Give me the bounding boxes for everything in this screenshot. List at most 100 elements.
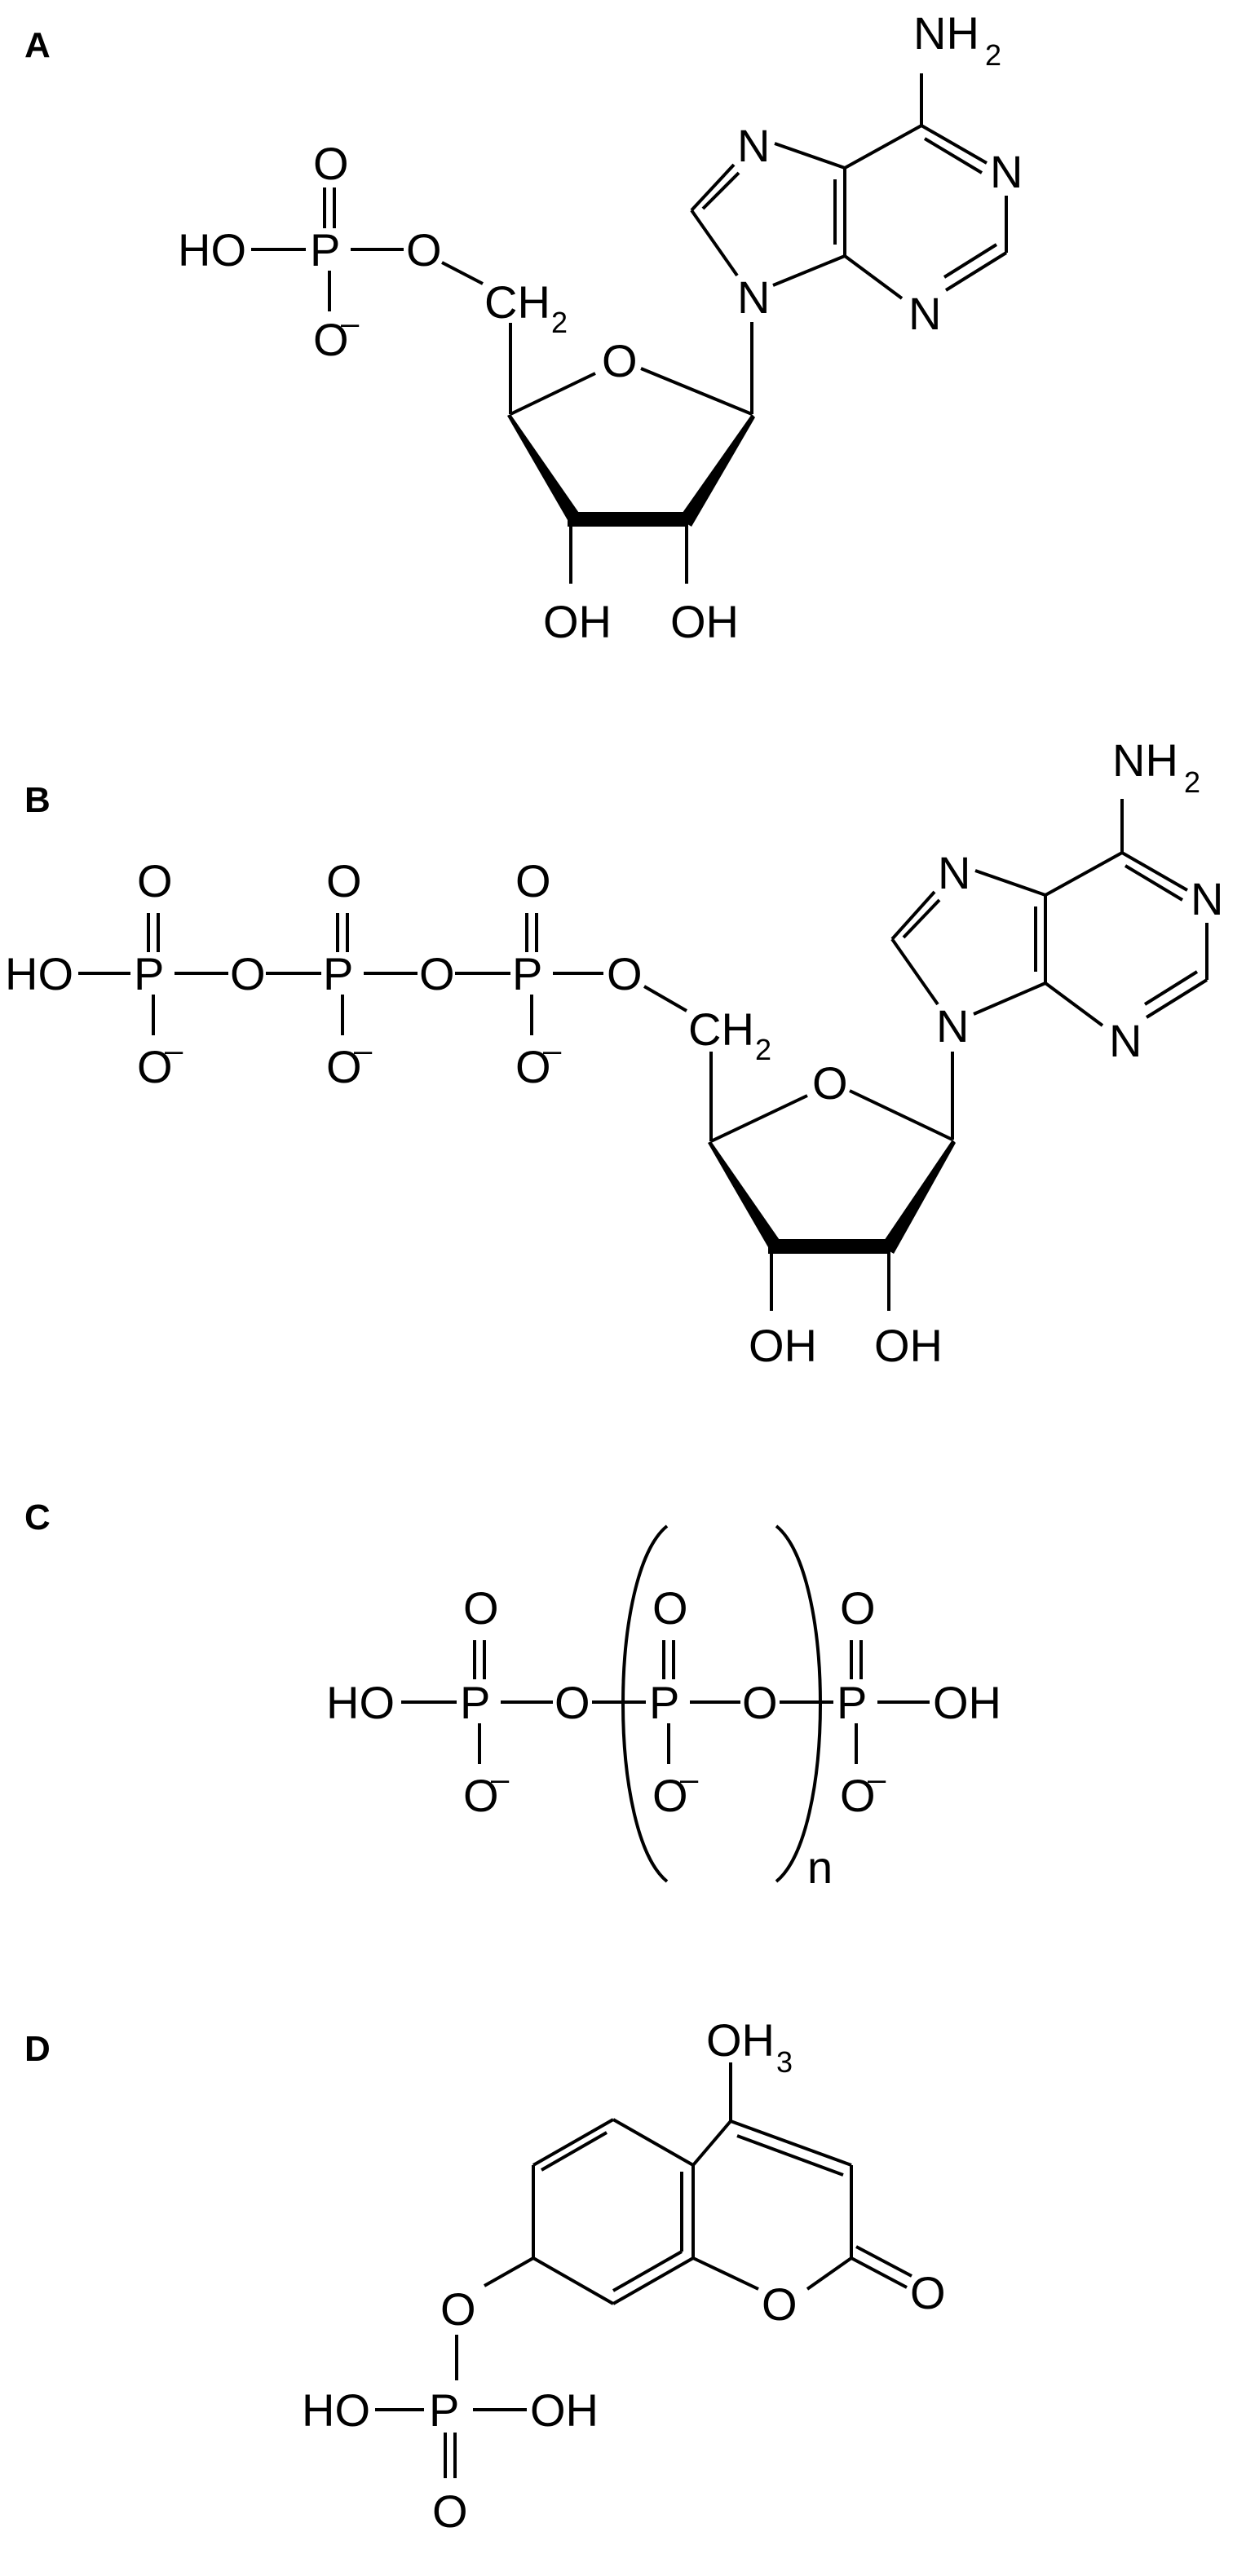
phosphate-gamma: P O O – O <box>134 855 321 1092</box>
phosphate-end-left: P O O – O <box>460 1582 646 1821</box>
bond <box>690 209 739 277</box>
bond-double <box>1143 970 1199 1006</box>
bond <box>510 372 596 416</box>
benzene-ring <box>532 2118 695 2305</box>
panel-a: A HO P O O – O CH 2 O <box>24 7 1023 647</box>
atom-p: P <box>429 2384 459 2436</box>
atom-o-double: O <box>432 2486 468 2537</box>
atom-o-double: O <box>840 1582 876 1634</box>
panel-label-c: C <box>24 1498 51 1537</box>
bond <box>890 937 939 1006</box>
phosphate-alpha: P O O – O <box>512 855 687 1092</box>
bond <box>851 2256 908 2289</box>
atom-n7: N <box>737 120 770 171</box>
charge-minus: – <box>341 306 360 342</box>
atom-oh: OH <box>670 596 739 647</box>
bond <box>612 2256 694 2305</box>
bond-double <box>943 243 998 279</box>
atom-o-ester: O <box>607 948 643 999</box>
bracket-left <box>621 1524 669 1883</box>
atom-o-minus: O <box>652 1770 688 1821</box>
bond <box>532 2256 614 2305</box>
phosphate-beta: P O O – O <box>323 855 510 1092</box>
atom-n1: N <box>1191 873 1223 924</box>
bond <box>640 367 753 416</box>
bond <box>532 2118 614 2167</box>
ribose-a: O OH OH <box>507 322 755 647</box>
bond <box>1121 851 1188 892</box>
atom-o-double: O <box>326 855 362 906</box>
atom-p: P <box>649 1677 679 1728</box>
bond <box>973 981 1046 1016</box>
atom-n9: N <box>737 271 770 323</box>
atom-o-double: O <box>652 1582 688 1634</box>
atom-o-double: O <box>515 855 551 906</box>
atom-o-minus: O <box>840 1770 876 1821</box>
bond <box>692 2256 759 2291</box>
atom-nh2: NH <box>1112 734 1178 786</box>
charge-minus: – <box>491 1762 510 1797</box>
panel-c: C HO P O O – O n P O O – O <box>24 1498 1001 1893</box>
bond <box>441 261 484 285</box>
atom-ho: HO <box>302 2384 370 2436</box>
wedge-bottom <box>568 512 685 527</box>
charge-minus: – <box>165 1033 183 1069</box>
panel-b: B HO P O O – O P O O – O <box>5 734 1223 1371</box>
bond <box>691 2119 732 2167</box>
panel-label-a: A <box>24 25 51 65</box>
atom-oh3: OH <box>706 2014 775 2066</box>
charge-minus: – <box>680 1762 699 1797</box>
atom-oh: OH <box>933 1677 1001 1728</box>
atom-p: P <box>323 948 353 999</box>
bond-double <box>701 171 740 210</box>
bond <box>844 124 922 170</box>
bond-double <box>902 898 941 939</box>
panel-label-b: B <box>24 780 51 820</box>
atom-ch2: CH <box>688 1003 754 1055</box>
atom-oh: OH <box>874 1320 943 1371</box>
atom-p: P <box>837 1677 867 1728</box>
subscript-2: 2 <box>1184 765 1200 799</box>
atom-n7: N <box>938 847 970 898</box>
charge-minus: – <box>354 1033 373 1069</box>
bond <box>974 869 1046 897</box>
atom-p: P <box>512 948 542 999</box>
atom-o-bridge: O <box>419 948 455 999</box>
atom-n3: N <box>908 288 941 339</box>
atom-ho: HO <box>178 224 246 276</box>
bond-double <box>855 2245 912 2278</box>
pyrone-ring: O O <box>691 2119 946 2330</box>
ribose-b: O OH OH <box>708 1052 956 1371</box>
bond-double <box>736 2134 844 2177</box>
bond-double <box>923 137 983 174</box>
bond <box>730 2119 852 2167</box>
bond <box>772 254 846 287</box>
atom-o-minus: O <box>463 1770 499 1821</box>
atom-o-double: O <box>313 138 349 189</box>
subscript-2: 2 <box>985 38 1001 72</box>
adenine-a: N N NH 2 N N <box>690 7 1023 339</box>
bond <box>612 2118 694 2167</box>
bond <box>1145 978 1208 1019</box>
wedge-right <box>881 1140 956 1254</box>
atom-o-bridge: O <box>230 948 266 999</box>
atom-o-bridge: O <box>742 1677 778 1728</box>
atom-o-minus: O <box>313 314 349 365</box>
bond <box>1044 981 1104 1027</box>
atom-o-ring: O <box>602 335 638 386</box>
bond-double <box>541 2131 608 2172</box>
atom-o-carbonyl: O <box>910 2267 946 2318</box>
wedge-bottom <box>768 1239 887 1254</box>
atom-o-ester: O <box>406 224 442 276</box>
bond <box>643 985 687 1012</box>
atom-p: P <box>460 1677 490 1728</box>
atom-n9: N <box>936 1000 969 1052</box>
atom-n1: N <box>990 146 1023 197</box>
atom-o-double: O <box>463 1582 499 1634</box>
atom-n3: N <box>1109 1015 1142 1066</box>
wedge-left <box>708 1141 781 1247</box>
panel-d: D OH 3 O O <box>24 2014 946 2537</box>
bond <box>890 890 936 941</box>
adenine-b: N N NH 2 N N <box>890 734 1223 1066</box>
subscript-2: 2 <box>551 306 568 339</box>
